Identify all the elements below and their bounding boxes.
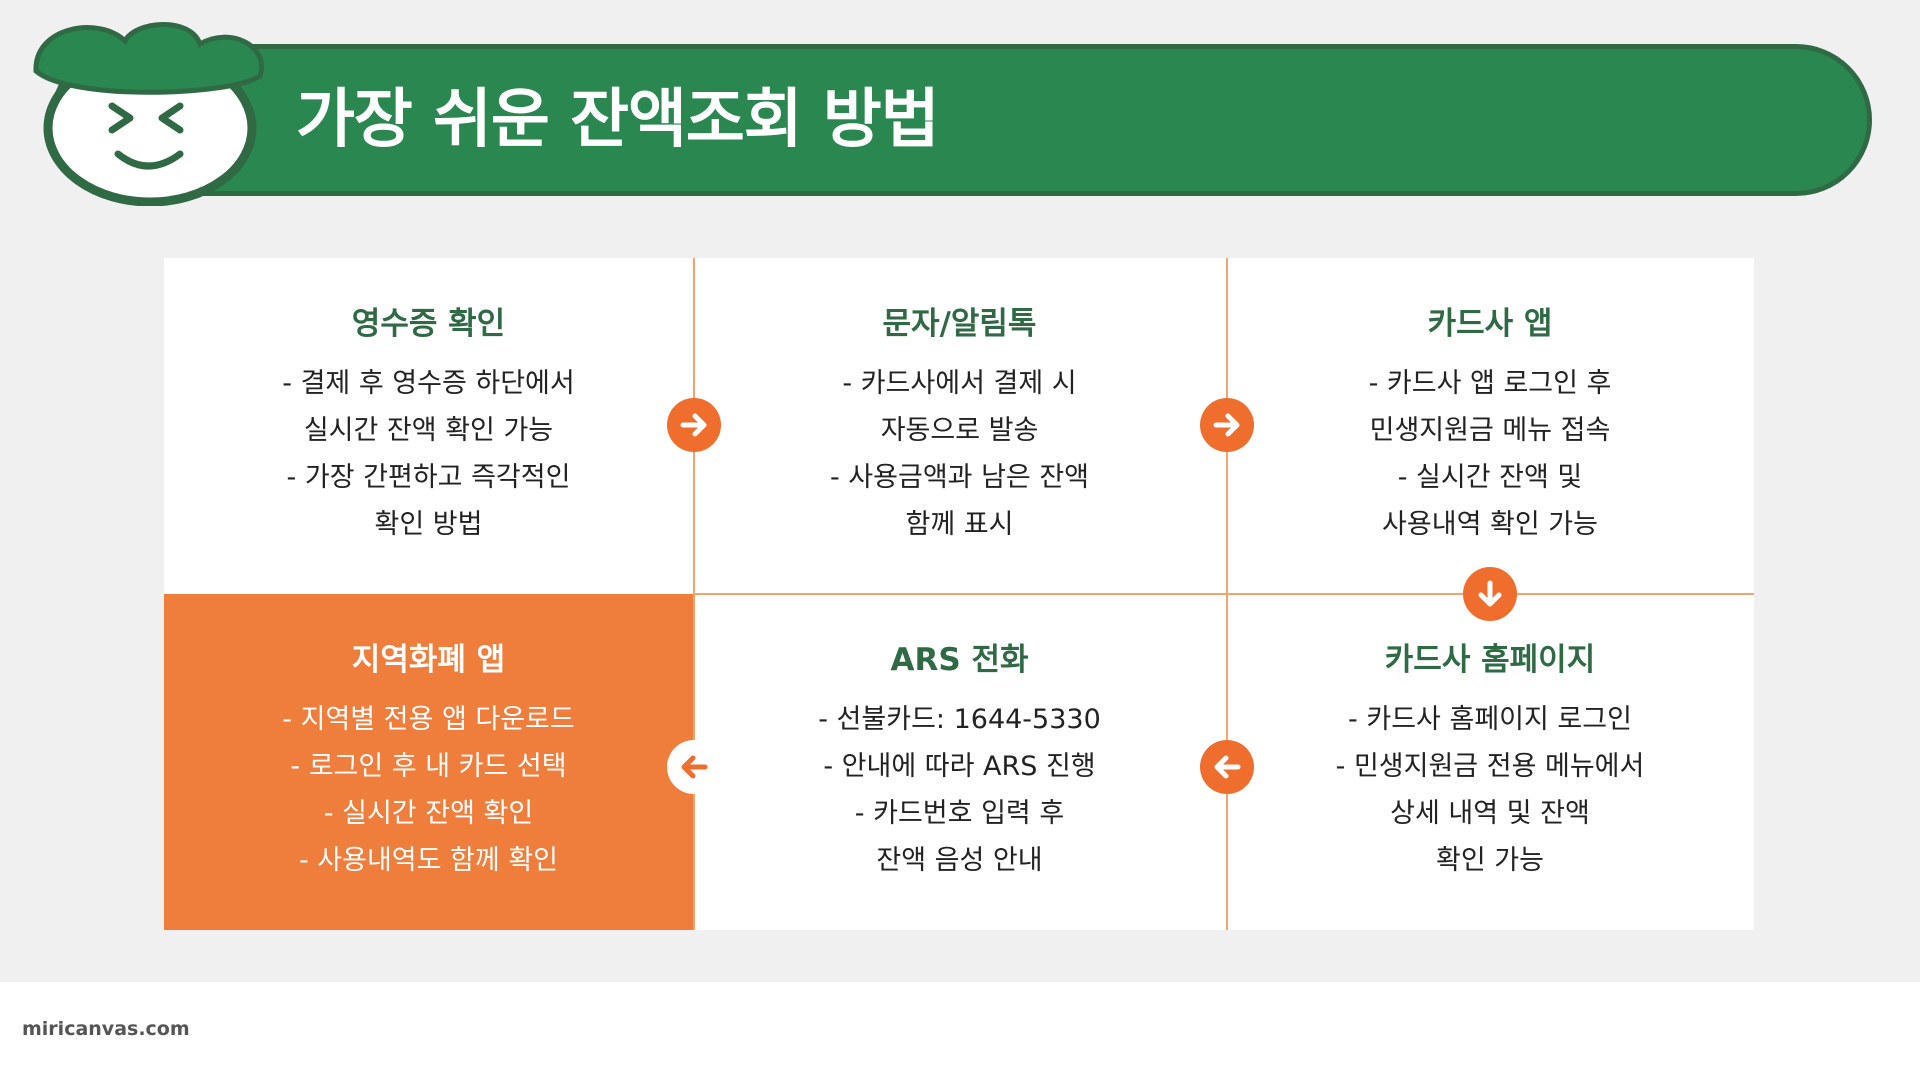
method-line: - 로그인 후 내 카드 선택: [290, 751, 567, 782]
method-title: 카드사 앱: [1427, 306, 1553, 342]
method-line: 상세 내역 및 잔액: [1390, 798, 1590, 829]
methods-grid: 지역화폐 앱 - 지역별 전용 앱 다운로드 - 로그인 후 내 카드 선택 -…: [164, 258, 1754, 930]
method-line: - 가장 간편하고 즉각적인: [286, 462, 571, 493]
footer-brand: miricanvas.com: [22, 1018, 190, 1040]
method-line: - 카드번호 입력 후: [854, 798, 1065, 829]
method-line: 확인 방법: [374, 509, 483, 540]
method-title: 문자/알림톡: [882, 306, 1037, 342]
footer-bar: [0, 982, 1920, 1080]
arrow-down-icon: [1463, 567, 1517, 621]
method-card-sms: 문자/알림톡 - 카드사에서 결제 시 자동으로 발송 - 사용금액과 남은 잔…: [693, 258, 1226, 594]
method-line: - 안내에 따라 ARS 진행: [823, 751, 1096, 782]
method-title: ARS 전화: [890, 642, 1029, 678]
page-title: 가장 쉬운 잔액조회 방법: [296, 83, 940, 157]
method-card-receipt: 영수증 확인 - 결제 후 영수증 하단에서 실시간 잔액 확인 가능 - 가장…: [164, 258, 693, 594]
grid-divider-horizontal: [693, 593, 1754, 595]
method-line: 실시간 잔액 확인 가능: [303, 415, 554, 446]
method-line: - 지역별 전용 앱 다운로드: [282, 704, 575, 735]
header-banner: [50, 44, 1872, 196]
arrow-right-icon: [1200, 398, 1254, 452]
method-line: - 실시간 잔액 및: [1397, 462, 1583, 493]
method-card-local-currency-app: 지역화폐 앱 - 지역별 전용 앱 다운로드 - 로그인 후 내 카드 선택 -…: [164, 594, 693, 930]
method-line: - 민생지원금 전용 메뉴에서: [1335, 751, 1645, 782]
smiling-face-mascot-icon: [33, 22, 265, 206]
method-line: - 사용금액과 남은 잔액: [829, 462, 1090, 493]
method-title: 영수증 확인: [351, 306, 506, 342]
method-card-ars-call: ARS 전화 - 선불카드: 1644-5330 - 안내에 따라 ARS 진행…: [693, 594, 1226, 930]
arrow-left-icon: [667, 740, 721, 794]
method-line: 사용내역 확인 가능: [1382, 509, 1598, 540]
method-card-card-app: 카드사 앱 - 카드사 앱 로그인 후 민생지원금 메뉴 접속 - 실시간 잔액…: [1226, 258, 1754, 594]
method-line: 민생지원금 메뉴 접속: [1369, 415, 1611, 446]
method-line: - 카드사에서 결제 시: [842, 368, 1077, 399]
method-line: 잔액 음성 안내: [876, 845, 1043, 876]
method-title: 카드사 홈페이지: [1384, 642, 1596, 678]
method-line: - 카드사 홈페이지 로그인: [1348, 704, 1632, 735]
method-line: - 선불카드: 1644-5330: [818, 704, 1101, 735]
method-line: 확인 가능: [1436, 845, 1544, 876]
method-line: 함께 표시: [905, 509, 1014, 540]
method-line: - 결제 후 영수증 하단에서: [282, 368, 575, 399]
method-line: - 카드사 앱 로그인 후: [1368, 368, 1612, 399]
method-line: 자동으로 발송: [880, 415, 1039, 446]
arrow-left-icon: [1200, 740, 1254, 794]
method-card-card-website: 카드사 홈페이지 - 카드사 홈페이지 로그인 - 민생지원금 전용 메뉴에서 …: [1226, 594, 1754, 930]
method-line: - 실시간 잔액 확인: [323, 798, 534, 829]
method-line: - 사용내역도 함께 확인: [298, 845, 559, 876]
method-title: 지역화폐 앱: [351, 642, 506, 678]
arrow-right-icon: [667, 398, 721, 452]
